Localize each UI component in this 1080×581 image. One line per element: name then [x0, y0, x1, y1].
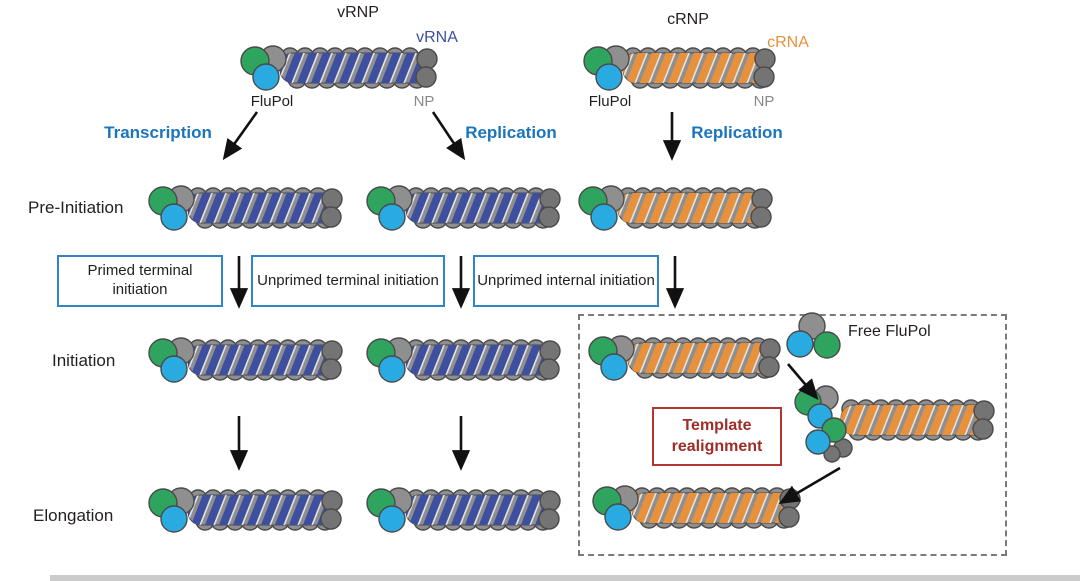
rnp-structure-init-crna [588, 335, 781, 381]
rnp-structure-init-center [366, 337, 561, 383]
rnp-structure-init-left [148, 337, 343, 383]
stage-elongation: Elongation [33, 506, 114, 525]
unprimed-internal-initiation-box: Unprimed internal initiation [473, 255, 659, 307]
free-flupol-label: Free FluPol [848, 323, 931, 340]
np-label-vrnp: NP [413, 93, 435, 110]
template-realignment-panel [578, 314, 1007, 556]
unprimed-terminal-initiation-box: Unprimed terminal initiation [251, 255, 445, 307]
rnp-structure-crnp-top [583, 45, 776, 91]
transcription-label: Transcription [104, 123, 212, 142]
template-realignment-box: Template realignment [652, 407, 782, 466]
flupol-label-vrnp: FluPol [250, 93, 294, 110]
arrow [787, 363, 819, 400]
rnp-structure-elong-center [366, 487, 561, 533]
stage-pre-initiation: Pre-Initiation [28, 198, 124, 217]
crna-label: cRNA [767, 34, 809, 51]
unprimed-internal-initiation-label: Unprimed internal initiation [477, 271, 655, 289]
vrna-label: vRNA [416, 29, 458, 46]
vrnp-label: vRNP [337, 4, 379, 21]
replication-center-label: Replication [465, 123, 557, 142]
primed-terminal-initiation-label: Primed terminal initiation [87, 262, 193, 298]
free-flupol-trimer [786, 312, 841, 359]
replication-right-label: Replication [691, 123, 783, 142]
rnp-structure-elong-crna [592, 485, 801, 531]
rnp-structure-preinit-left [148, 185, 343, 231]
realigned-complex [794, 385, 995, 463]
flupol-label-crnp: FluPol [588, 93, 632, 110]
rnp-structure-elong-left [148, 487, 343, 533]
arrow [431, 111, 466, 161]
unprimed-terminal-initiation-label: Unprimed terminal initiation [257, 271, 439, 289]
template-realignment-label: Template realignment [671, 416, 763, 455]
stage-initiation: Initiation [52, 351, 116, 370]
rnp-structure-preinit-center [366, 185, 561, 231]
rnp-structure-preinit-right [578, 185, 773, 231]
primed-terminal-initiation-box: Primed terminal initiation [57, 255, 223, 307]
arrow [222, 111, 259, 161]
crnp-label: cRNP [667, 11, 709, 28]
arrow [778, 466, 841, 504]
cropped-element-edge [50, 575, 1080, 581]
rnp-structure-vrnp-top [240, 45, 438, 91]
np-label-crnp: NP [753, 93, 775, 110]
